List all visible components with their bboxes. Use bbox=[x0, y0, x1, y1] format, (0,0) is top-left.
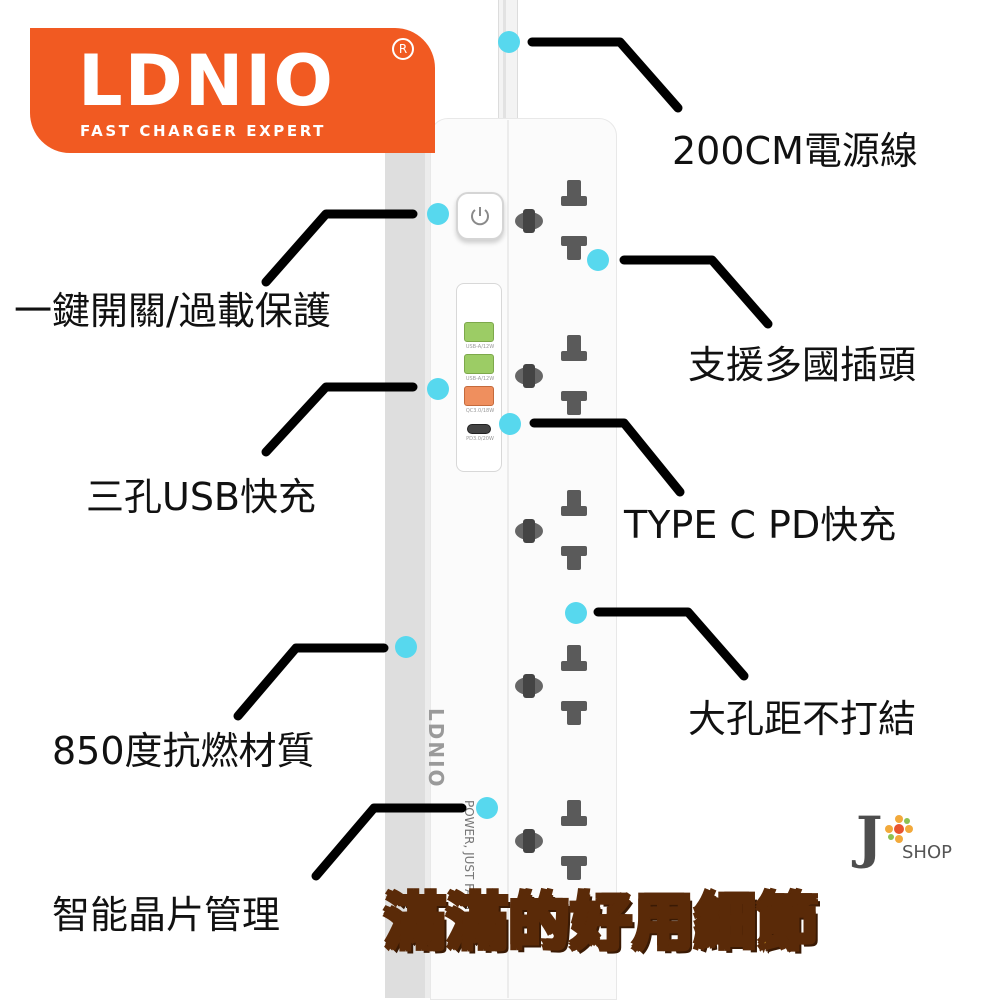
strip-groove bbox=[507, 120, 509, 998]
usb-callout-line bbox=[261, 382, 418, 457]
typec-pd-label: TYPE C PD快充 bbox=[624, 503, 897, 547]
chip-callout-line bbox=[311, 803, 467, 881]
sockets-callout-line bbox=[619, 255, 773, 329]
cord-callout-line bbox=[527, 37, 683, 113]
callout-dot bbox=[427, 378, 449, 400]
power-strip-body bbox=[430, 118, 617, 1000]
wide-spacing-label: 大孔距不打結 bbox=[688, 697, 917, 741]
flower-icon bbox=[885, 815, 913, 843]
usb-port-caption: PD3.0/20W bbox=[466, 436, 494, 442]
multi-plug-label: 支援多國插頭 bbox=[688, 343, 917, 387]
usb-a-port bbox=[464, 322, 494, 342]
callout-dot bbox=[395, 636, 417, 658]
callout-dot bbox=[498, 31, 520, 53]
smart-chip-label: 智能晶片管理 bbox=[52, 893, 281, 937]
callout-dot bbox=[427, 203, 449, 225]
switch-protection-label: 一鍵開關/過載保護 bbox=[14, 289, 331, 333]
flame-retardant-label: 850度抗燃材質 bbox=[52, 729, 315, 773]
switch-callout-line bbox=[261, 209, 418, 287]
power-icon bbox=[471, 207, 489, 226]
usb-fast-charge-label: 三孔USB快充 bbox=[86, 475, 317, 519]
usb-a-port bbox=[464, 354, 494, 374]
spacing-callout-line bbox=[593, 607, 749, 681]
universal-socket bbox=[515, 800, 595, 915]
power-cord-shadow bbox=[503, 0, 506, 120]
cord-length-label: 200CM電源線 bbox=[672, 129, 918, 173]
callout-dot bbox=[565, 602, 587, 624]
registered-mark: R bbox=[392, 38, 414, 60]
usb-port-caption: USB-A/12W bbox=[465, 376, 495, 382]
shop-name: SHOP bbox=[902, 842, 952, 863]
callout-dot bbox=[587, 249, 609, 271]
shop-logo-letter: J bbox=[856, 805, 883, 871]
universal-socket bbox=[515, 335, 595, 450]
brand-tagline: FAST CHARGER EXPERT bbox=[80, 122, 327, 140]
brand-logo-block: LDNIO R FAST CHARGER EXPERT bbox=[30, 28, 435, 153]
brand-name: LDNIO bbox=[78, 40, 335, 122]
slogan-banner: 滿滿的好用細節 bbox=[384, 888, 819, 958]
usb-c-port bbox=[467, 424, 491, 434]
material-callout-line bbox=[233, 643, 389, 721]
typec-callout-line bbox=[529, 418, 685, 497]
usb-qc-port bbox=[464, 386, 494, 406]
usb-port-caption: QC3.0/18W bbox=[465, 408, 495, 414]
usb-port-panel: USB-A/12W USB-A/12W QC3.0/18W PD3.0/20W bbox=[456, 283, 502, 472]
callout-dot bbox=[499, 413, 521, 435]
usb-port-caption: USB-A/12W bbox=[465, 344, 495, 350]
callout-dot bbox=[476, 797, 498, 819]
universal-socket bbox=[515, 645, 595, 760]
universal-socket bbox=[515, 490, 595, 605]
power-switch-button bbox=[456, 192, 504, 240]
universal-socket bbox=[515, 180, 595, 295]
